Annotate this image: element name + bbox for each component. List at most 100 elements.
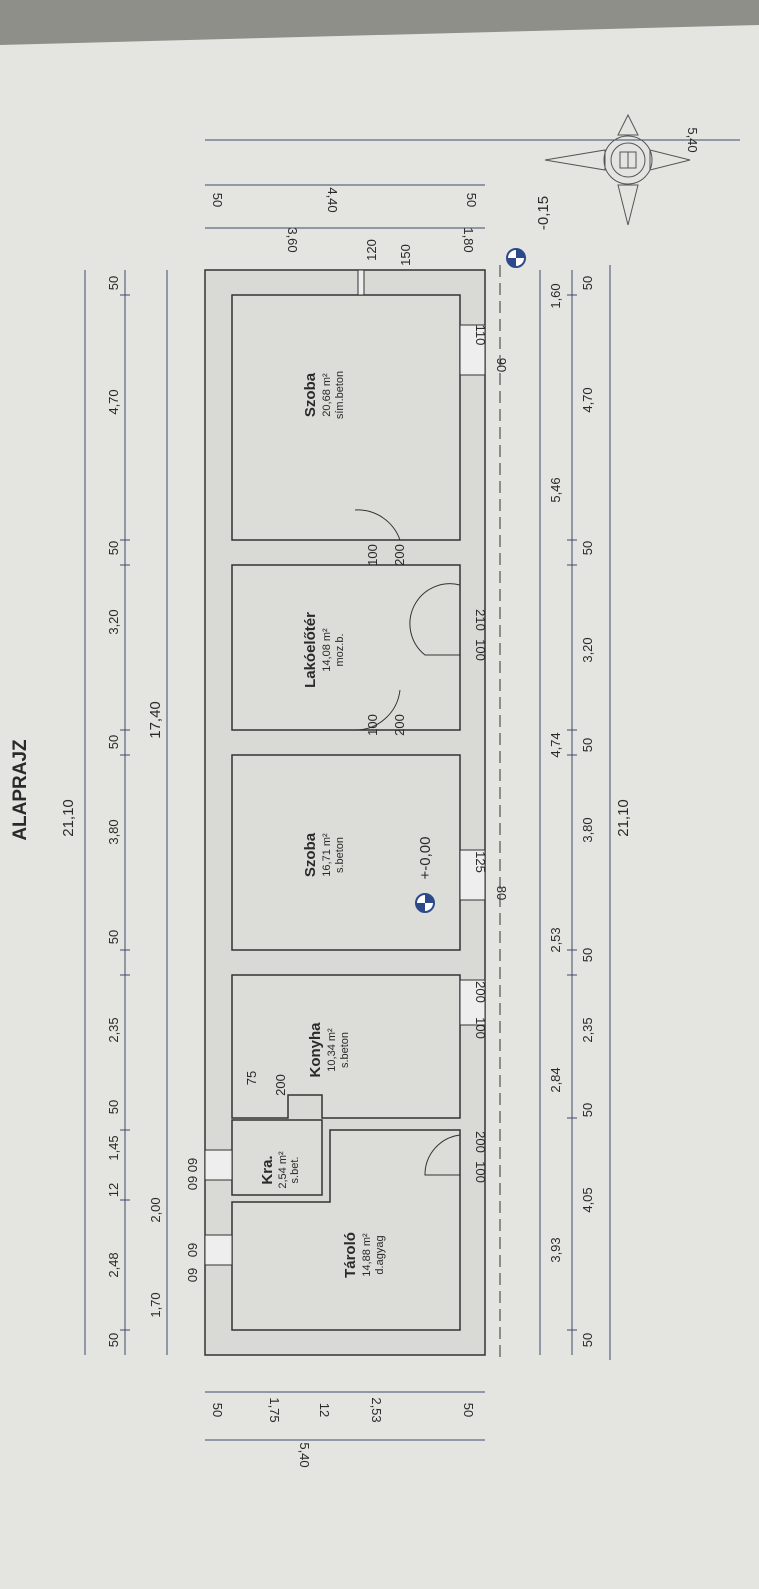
plan-label: 50 [106, 276, 121, 290]
plan-label: s.beton [334, 837, 346, 873]
plan-label: 120 [364, 239, 379, 261]
plan-label: 50 [106, 735, 121, 749]
dimension-labels: 21,10 50 2,48 12 1,45 50 2,35 50 3,80 50… [60, 127, 700, 1467]
plan-label: +-0,00 [417, 837, 434, 880]
plan-label: 150 [398, 244, 413, 266]
plan-label: 200 [273, 1074, 288, 1096]
plan-label: 50 [461, 1403, 476, 1417]
plan-label: 50 [580, 1103, 595, 1117]
plan-label: 60 [185, 1243, 200, 1257]
room-szoba-2 [231, 754, 461, 951]
plan-label: 200 [392, 714, 407, 736]
plan-label: 21,10 [615, 799, 632, 837]
plan-label: 50 [106, 1100, 121, 1114]
plan-label: 3,93 [548, 1237, 563, 1262]
plan-label: 5,40 [685, 127, 700, 152]
plan-label: 3,20 [580, 637, 595, 662]
building [204, 265, 501, 1360]
plan-label: 1,45 [106, 1135, 121, 1160]
opening-labels: 60 60 60 60 75 200 100 200 100 200 210 1… [185, 325, 509, 1283]
plan-label: 4,70 [580, 387, 595, 412]
level-marker-outside: -0,15 [506, 196, 552, 268]
plan-label: 125 [473, 851, 488, 873]
plan-label: 5,40 [297, 1442, 312, 1467]
plan-label: 4,40 [325, 187, 340, 212]
plan-label: 2,53 [548, 927, 563, 952]
plan-label: 1,80 [461, 227, 476, 252]
dimension-lines [84, 139, 740, 1441]
plan-label: Kra. [259, 1155, 276, 1184]
plan-label: 14,08 m² [321, 628, 333, 672]
plan-label: Lakóelőtér [302, 612, 319, 688]
plan-label: 80 [494, 886, 509, 900]
plan-label: s.beton [339, 1032, 351, 1068]
room-tarolo [231, 1129, 461, 1331]
plan-label: 2,84 [548, 1067, 563, 1092]
plan-label: 210 [473, 609, 488, 631]
plan-label: 100 [473, 1017, 488, 1039]
plan-label: 3,80 [580, 817, 595, 842]
plan-label: Konyha [307, 1022, 324, 1078]
plan-label: d.agyag [374, 1235, 386, 1274]
plan-label: 20,68 m² [321, 373, 333, 417]
plan-label: 90 [494, 358, 509, 372]
plan-label: 200 [473, 1131, 488, 1153]
plan-label: 14,88 m² [361, 1233, 373, 1277]
plan-label: 50 [580, 948, 595, 962]
plan-label: 50 [580, 276, 595, 290]
plan-label: sím.beton [334, 371, 346, 419]
plan-label: 60 [185, 1176, 200, 1190]
plan-label: 50 [464, 193, 479, 207]
plan-label: 2,48 [106, 1252, 121, 1277]
plan-label: 50 [106, 930, 121, 944]
plan-label: 12 [106, 1183, 121, 1197]
plan-label: 100 [473, 1161, 488, 1183]
plan-label: 50 [106, 1333, 121, 1347]
plan-label: 50 [580, 738, 595, 752]
plan-label: 10,34 m² [326, 1028, 338, 1072]
plan-label: Szoba [302, 832, 319, 877]
plan-label: 200 [473, 981, 488, 1003]
room-lakoeloter [231, 564, 461, 731]
plan-title: ALAPRAJZ [10, 739, 31, 841]
plan-label: 200 [392, 544, 407, 566]
plan-label: 4,74 [548, 732, 563, 757]
plan-label: 3,20 [106, 609, 121, 634]
plan-label: Tároló [342, 1232, 359, 1278]
plan-label: 2,35 [580, 1017, 595, 1042]
plan-label: Szoba [302, 372, 319, 417]
plan-label: 4,05 [580, 1187, 595, 1212]
plan-label: 100 [365, 544, 380, 566]
north-arrow-icon [544, 113, 691, 226]
plan-label: 60 [185, 1268, 200, 1282]
plan-label: 2,35 [106, 1017, 121, 1042]
plan-label: 1,70 [148, 1292, 163, 1317]
plan-label: 16,71 m² [321, 833, 333, 877]
plan-label: 100 [473, 639, 488, 661]
plan-label: 50 [580, 541, 595, 555]
plan-label: 110 [473, 325, 488, 346]
plan-label: -0,15 [535, 196, 552, 230]
level-marker-ground: +-0,00 [415, 837, 435, 913]
plan-label: 50 [106, 541, 121, 555]
plan-label: 2,00 [148, 1197, 163, 1222]
plan-label: s.bet. [289, 1157, 301, 1184]
room-kamra [231, 1119, 323, 1196]
plan-label: 50 [580, 1333, 595, 1347]
plan-label: 75 [244, 1071, 259, 1085]
plan-label: 12 [317, 1403, 332, 1417]
plan-label: 2,53 [369, 1397, 384, 1422]
plan-label: moz.b. [334, 633, 346, 666]
plan-label: 3,80 [106, 819, 121, 844]
plan-label: 5,46 [548, 477, 563, 502]
plan-label: 4,70 [106, 389, 121, 414]
plan-label: 100 [365, 714, 380, 736]
plan-label: 1,60 [548, 283, 563, 308]
plan-label: 60 [185, 1158, 200, 1172]
room-szoba-1 [231, 294, 461, 541]
plan-label: 50 [210, 1403, 225, 1417]
plan-label: 50 [210, 193, 225, 207]
plan-label: 1,75 [267, 1397, 282, 1422]
plan-label: 21,10 [60, 799, 77, 837]
